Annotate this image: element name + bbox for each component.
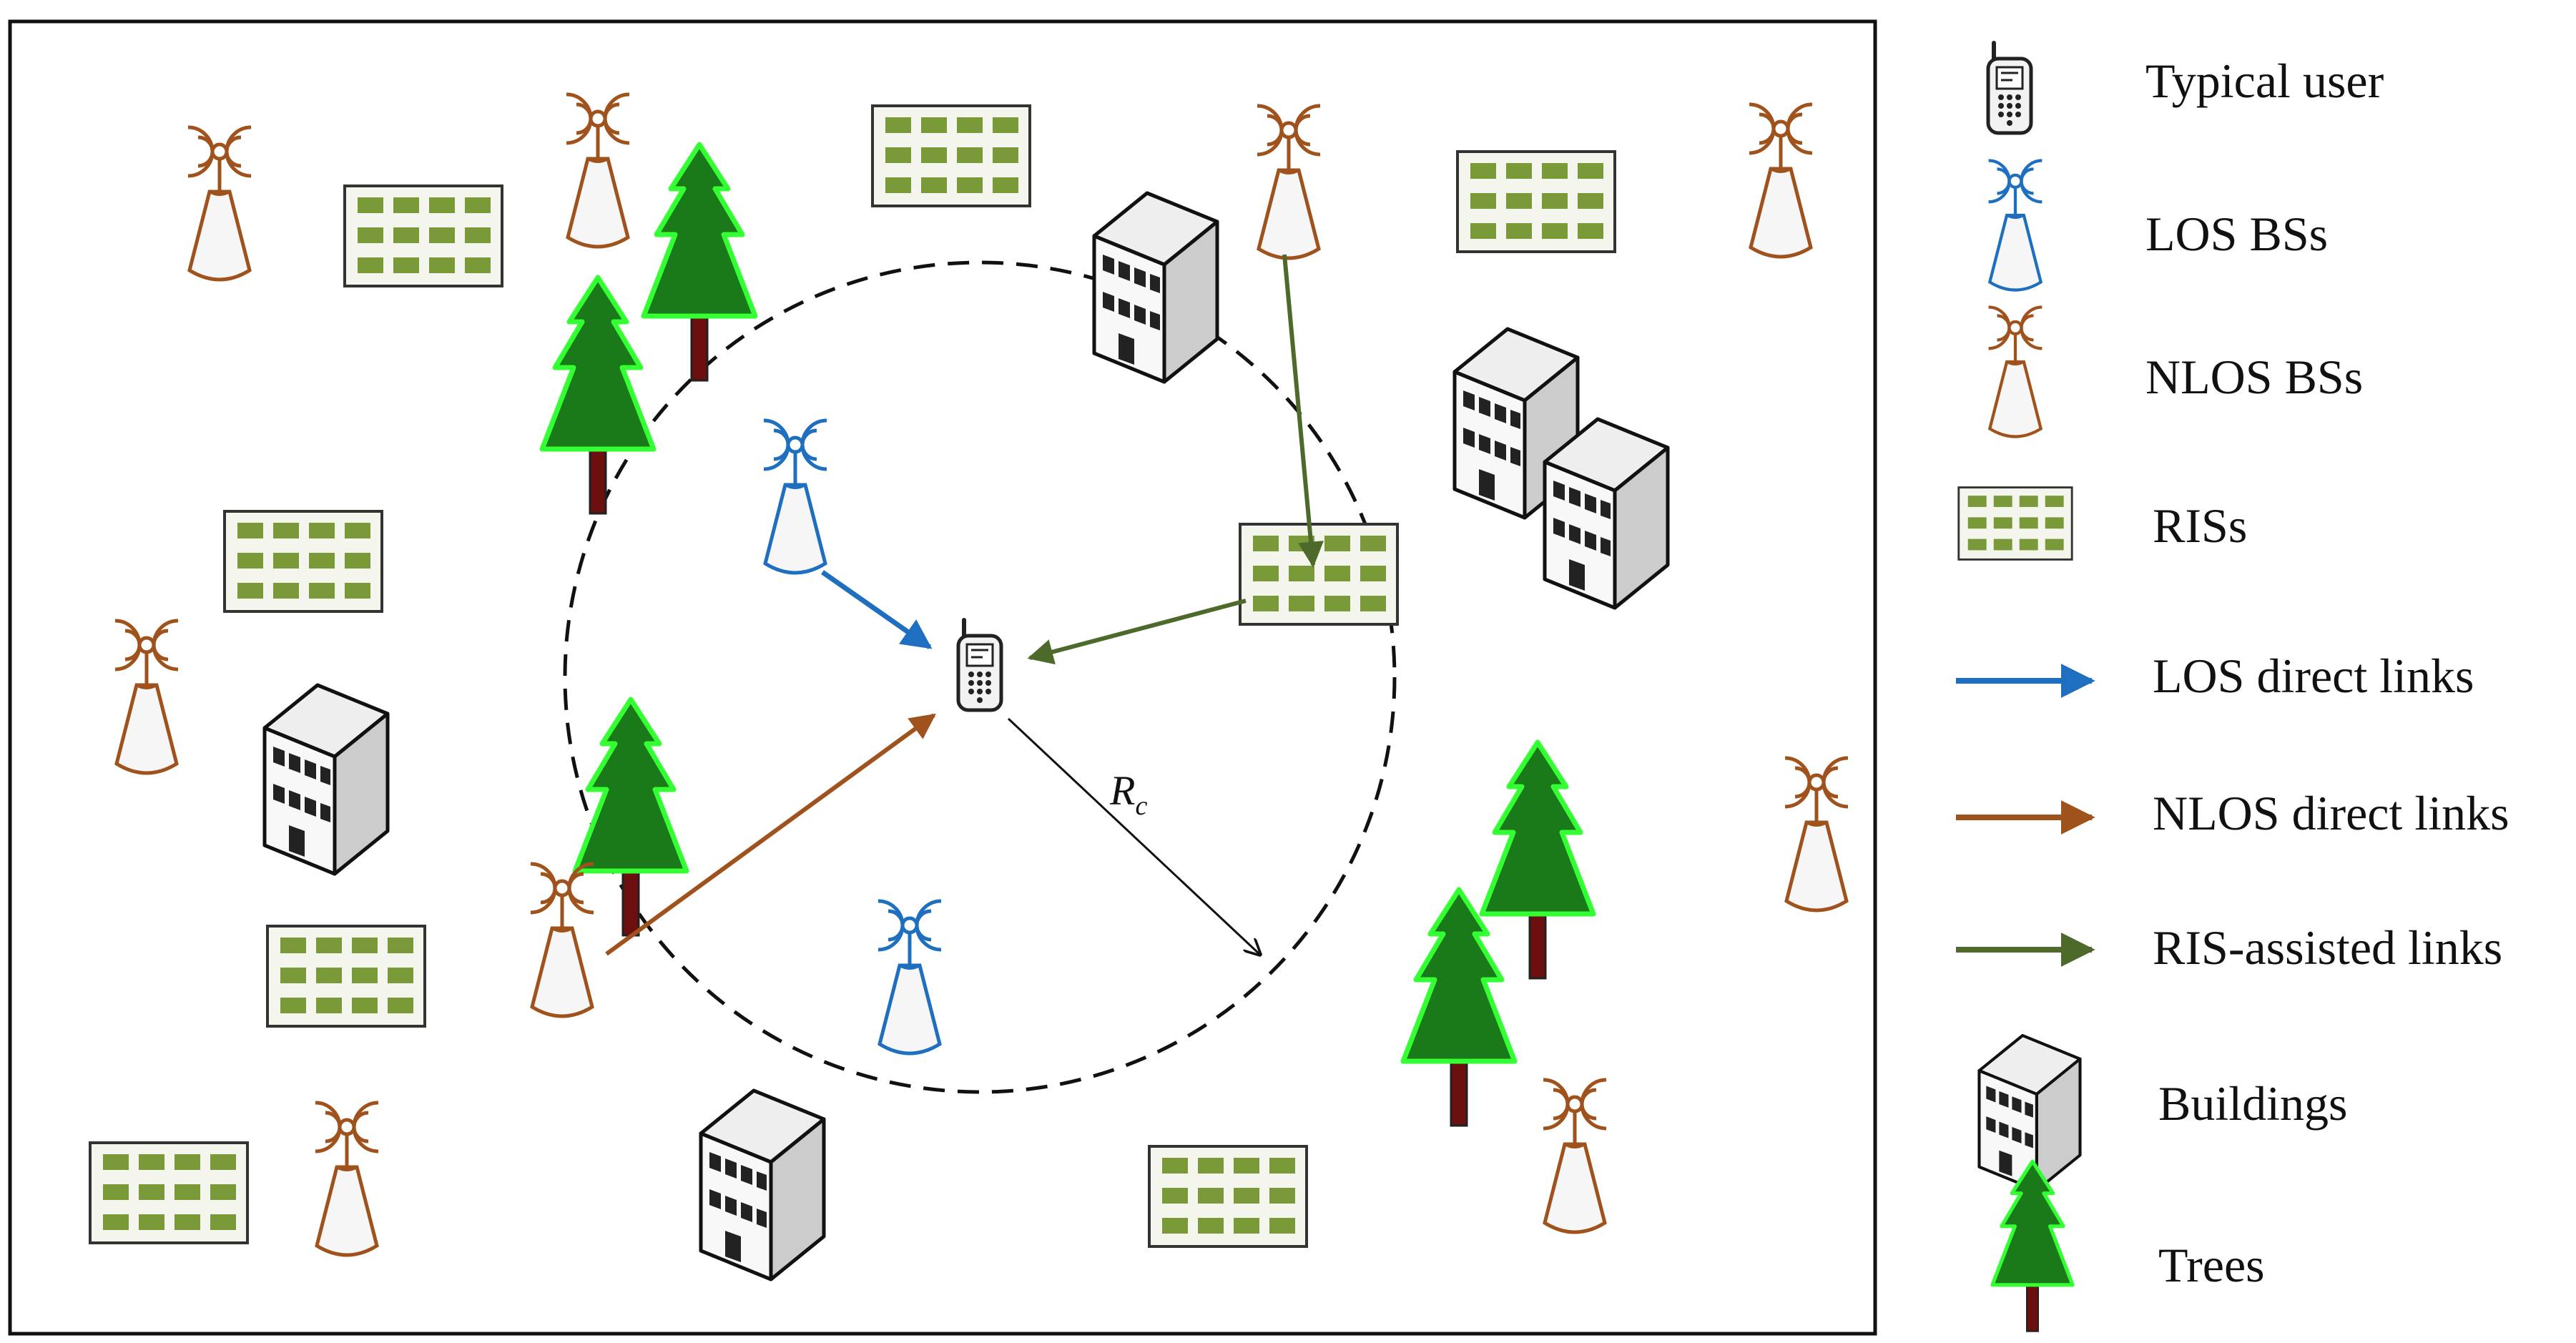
legend-phone-icon [1988,43,2031,133]
legend-label-los-direct-links: LOS direct links [2153,649,2474,703]
nlos-base-station-icon [315,1103,378,1255]
ris-assisted-link-incoming [1282,254,1324,568]
coverage-circle [563,260,1397,1094]
legend-ris-panel-icon [1957,486,2073,561]
tree-icon [1482,742,1593,978]
los-direct-link [820,570,933,649]
legend: Typical user LOS BSs NLOS BSs RISs LOS d… [1956,43,2509,1332]
scene-frame [8,19,1877,1336]
tree-icon [1403,890,1515,1126]
radius-label: Rc [1109,767,1147,821]
legend-tree-icon [1992,1161,2073,1332]
ris-panel-icon [1148,1145,1308,1248]
nlos-base-station-icon [1749,104,1812,257]
nlos-base-station-icon [1543,1080,1606,1232]
legend-nlos-base-station-icon [1989,308,2042,437]
legend-label-trees: Trees [2158,1238,2265,1292]
tree-icon [575,699,687,935]
legend-label-buildings: Buildings [2158,1076,2348,1131]
nlos-direct-link [605,713,936,956]
legend-label-nlos-direct-links: NLOS direct links [2153,786,2509,840]
tree-icon [644,144,755,380]
ris-panel-icon [89,1141,249,1244]
ris-panel-icon [223,510,383,613]
nlos-base-station-icon [531,864,594,1016]
nlos-base-station-icon [188,127,251,280]
radius-arrow [1007,717,1260,955]
ris-panel-icon [266,925,426,1028]
legend-label-ris-assisted-links: RIS-assisted links [2153,920,2502,975]
legend-los-base-station-icon [1989,161,2042,290]
ris-panel-icon [1456,150,1616,253]
los-base-station-icon [764,420,827,573]
los-base-station-icon [878,901,941,1053]
building-icon [1094,193,1217,382]
nlos-base-station-icon [1785,758,1848,910]
tree-icon [542,277,654,513]
nlos-base-station-icon [1257,106,1320,258]
legend-label-los-bss: LOS BSs [2145,207,2328,261]
phone-icon [958,620,1001,710]
nlos-base-station-icon [115,621,178,773]
building-icon [701,1091,824,1279]
building-icon [1545,419,1668,608]
legend-label-typical-user: Typical user [2145,54,2384,108]
ris-panel-icon [871,104,1031,207]
ris-assisted-link-outgoing [1027,599,1247,665]
ris-panel-icon [343,185,503,287]
legend-label-riss: RISs [2153,498,2247,553]
nlos-base-station-icon [566,94,629,247]
ris-panel-icon [1239,523,1399,626]
building-icon [265,685,388,874]
legend-label-nlos-bss: NLOS BSs [2145,350,2363,404]
